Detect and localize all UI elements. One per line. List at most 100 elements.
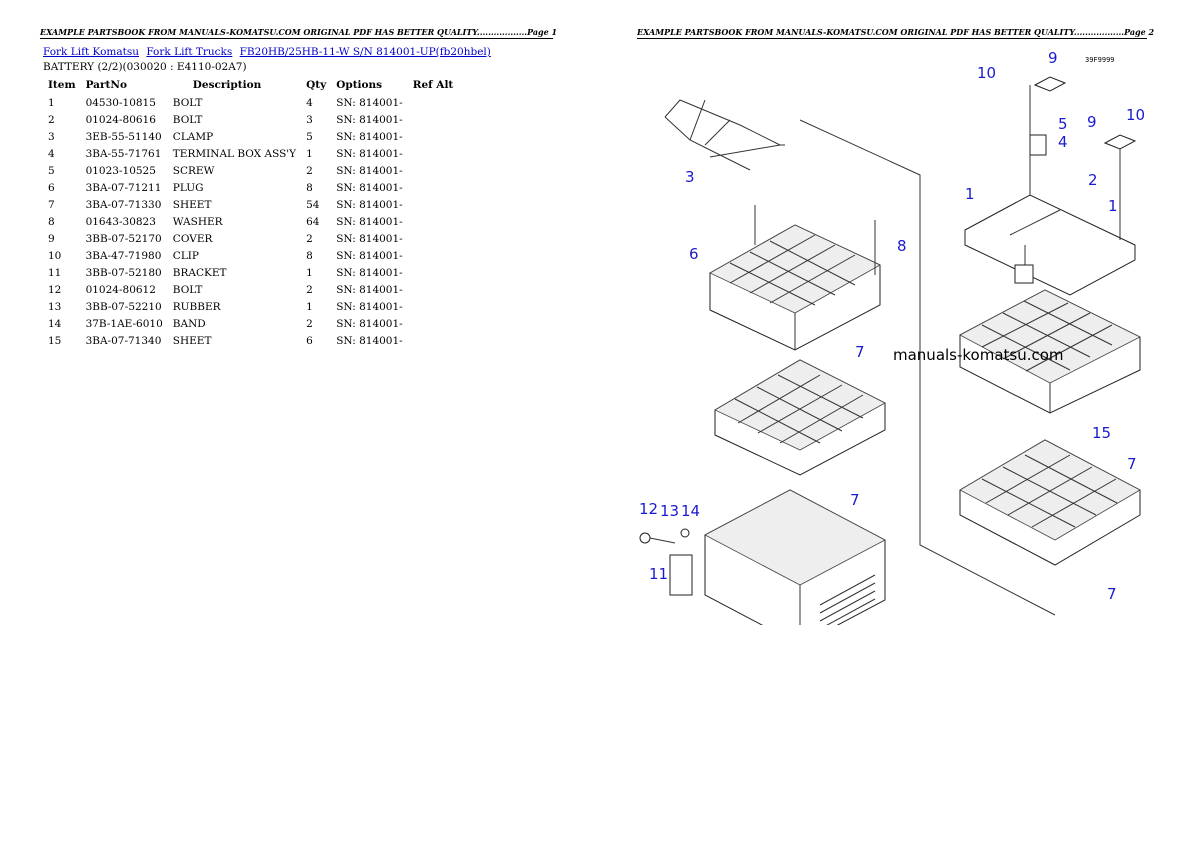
cell-ref-alt: [407, 247, 458, 264]
cell-partno: 3BB-07-52180: [85, 266, 162, 279]
callout-15: 15: [1092, 424, 1111, 442]
cell-ref-alt: [407, 298, 458, 315]
cell-options: SN: 814001-: [336, 300, 403, 313]
breadcrumb-link-category[interactable]: Fork Lift Trucks: [146, 46, 233, 58]
col-header-item: Item: [48, 78, 76, 91]
guide-line: [799, 119, 1056, 616]
callout-3: 3: [685, 168, 695, 186]
cell-description: TERMINAL BOX ASS'Y: [172, 147, 297, 160]
breadcrumb-link-brand[interactable]: Fork Lift Komatsu: [43, 46, 139, 58]
cell-ref-alt: [407, 94, 458, 111]
cell-item: 14: [48, 317, 62, 330]
cell-description: BOLT: [172, 96, 203, 109]
cell-item: 12: [48, 283, 62, 296]
cell-options: SN: 814001-: [336, 215, 403, 228]
callout-13: 13: [660, 502, 679, 520]
wire-harness-part: [664, 99, 785, 171]
breadcrumb: Fork Lift Komatsu Fork Lift Trucks FB20H…: [43, 46, 495, 58]
cell-description: BOLT: [172, 283, 203, 296]
callout-6: 6: [689, 245, 699, 263]
cell-partno: 3BA-07-71330: [85, 198, 162, 211]
cell-partno: 01023-10525: [85, 164, 156, 177]
cell-description: CLAMP: [172, 130, 214, 143]
callout-9-right: 9: [1087, 113, 1097, 131]
cell-options: SN: 814001-: [336, 113, 403, 126]
cell-options: SN: 814001-: [336, 249, 403, 262]
callout-7-right: 7: [1127, 455, 1137, 473]
callout-7-bottom: 7: [850, 491, 860, 509]
cell-qty: 1: [306, 147, 313, 160]
cell-ref-alt: [407, 213, 458, 230]
cell-partno: 01643-30823: [85, 215, 156, 228]
cell-description: BOLT: [172, 113, 203, 126]
cell-options: SN: 814001-: [336, 334, 403, 347]
cell-item: 6: [48, 181, 55, 194]
exploded-parts-diagram: 39F9999: [639, 49, 1145, 625]
table-row: 5 01023-10525 SCREW 2 SN: 814001-: [42, 162, 457, 179]
callout-1-right: 1: [1108, 197, 1118, 215]
callout-5: 5: [1058, 115, 1068, 133]
cell-ref-alt: [407, 281, 458, 298]
callout-14: 14: [681, 502, 700, 520]
cell-item: 4: [48, 147, 55, 160]
table-row: 4 3BA-55-71761 TERMINAL BOX ASS'Y 1 SN: 8140…: [42, 145, 457, 162]
cell-item: 2: [48, 113, 55, 126]
cell-description: CLIP: [172, 249, 200, 262]
cell-qty: 8: [306, 181, 313, 194]
cover-part-right: [1103, 134, 1137, 150]
cell-qty: 2: [306, 232, 313, 245]
cell-ref-alt: [407, 179, 458, 196]
cell-qty: 54: [306, 198, 320, 211]
cell-item: 5: [48, 164, 55, 177]
callout-7-lower-right: 7: [1107, 585, 1117, 603]
cell-partno: 3BA-55-71761: [85, 147, 162, 160]
cell-description: BAND: [172, 317, 206, 330]
cell-qty: 1: [306, 266, 313, 279]
cell-partno: 37B-1AE-6010: [85, 317, 163, 330]
cell-qty: 4: [306, 96, 313, 109]
callout-12: 12: [639, 500, 658, 518]
cell-ref-alt: [407, 162, 458, 179]
cell-ref-alt: [407, 128, 458, 145]
cell-options: SN: 814001-: [336, 232, 403, 245]
cell-qty: 2: [306, 164, 313, 177]
battery-tray-box: [704, 489, 886, 625]
cell-item: 7: [48, 198, 55, 211]
callout-11: 11: [649, 565, 668, 583]
cell-options: SN: 814001-: [336, 317, 403, 330]
cell-partno: 01024-80616: [85, 113, 156, 126]
cell-options: SN: 814001-: [336, 96, 403, 109]
battery-pack-upper-left: [709, 205, 881, 351]
callout-1: 1: [965, 185, 975, 203]
cell-partno: 04530-10815: [85, 96, 156, 109]
cell-ref-alt: [407, 315, 458, 332]
page-1-header: EXAMPLE PARTSBOOK FROM MANUALS-KOMATSU.C…: [40, 27, 558, 39]
col-header-qty: Qty: [306, 78, 327, 91]
battery-frame-upper-right: [964, 85, 1136, 296]
cell-qty: 2: [306, 283, 313, 296]
watermark: manuals-komatsu.com: [893, 346, 1064, 364]
cell-options: SN: 814001-: [336, 181, 403, 194]
cell-ref-alt: [407, 145, 458, 162]
cell-options: SN: 814001-: [336, 147, 403, 160]
cell-qty: 2: [306, 317, 313, 330]
cell-options: SN: 814001-: [336, 164, 403, 177]
cell-item: 10: [48, 249, 62, 262]
diagram-code: 39F9999: [1085, 56, 1115, 64]
cell-item: 1: [48, 96, 55, 109]
table-row: 14 37B-1AE-6010 BAND 2 SN: 814001-: [42, 315, 457, 332]
cell-description: SCREW: [172, 164, 215, 177]
breadcrumb-link-model[interactable]: FB20HB/25HB-11-W S/N 814001-UP(fb20hbel): [239, 46, 491, 58]
cell-options: SN: 814001-: [336, 266, 403, 279]
cell-qty: 6: [306, 334, 313, 347]
cell-qty: 1: [306, 300, 313, 313]
section-subtitle: BATTERY (2/2)(030020 : E4110-02A7): [43, 61, 247, 73]
cell-qty: 64: [306, 215, 320, 228]
cell-item: 11: [48, 266, 62, 279]
